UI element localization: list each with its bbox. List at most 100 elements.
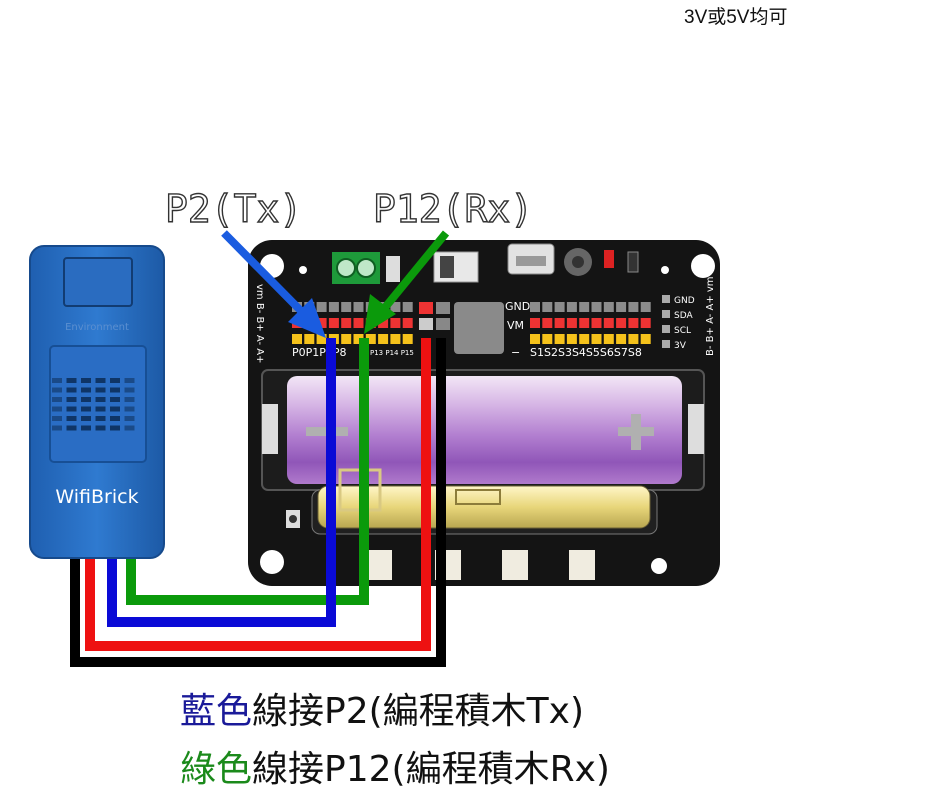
header-pin [402,318,413,328]
tx-arrow [221,230,326,338]
vm-label: VM [507,319,524,332]
sensor-vent [52,416,62,421]
header-pin [566,318,577,328]
s-pin-labels: S1S2S3S4S5S6S7S8 [530,346,642,359]
sensor-vent [124,387,135,393]
sensor-vent [124,425,135,431]
header-pin [341,334,352,344]
sensor-vent [110,387,120,393]
tactile-button[interactable] [502,550,528,580]
tx-label: P2(Tx) [165,187,302,231]
header-pin [542,318,553,328]
header-pin [640,334,651,344]
header-pin [390,302,401,312]
tactile-button[interactable] [366,550,392,580]
sensor-vent [66,416,77,421]
sensor-vent [110,406,120,412]
voltage-note: 3V或5V均可 [684,7,788,28]
header-pin [530,334,540,344]
header-pin [402,302,413,312]
header-pin [341,302,352,312]
header-pin [353,334,364,344]
sensor-vent [81,387,91,393]
header-pin [603,318,614,328]
sensor-vent [95,416,106,421]
header-pin [591,334,602,344]
gnd-label: GND [505,300,530,313]
tactile-buttons [366,550,595,580]
header-pin [591,302,602,312]
pin-scl-label: SCL [674,326,691,336]
header-pin [304,334,315,344]
header-pin [328,302,339,312]
header-pin [640,302,651,312]
header-pin [390,334,401,344]
sensor-vent [52,425,62,431]
sensor-vent [110,378,120,383]
sensor-vents [52,378,135,431]
sensor-vent [81,416,91,421]
header-pin [554,334,565,344]
header-pin [365,334,376,344]
header-pin [316,334,327,344]
right-pin-header [530,302,651,344]
sensor-vent [95,425,106,431]
sensor-vent [81,425,91,431]
header-pin [640,318,651,328]
header-pin [616,302,627,312]
header-pin [591,318,602,328]
expansion-board: vm B- B+ A- A+ B- B+ A- A+ vm GND VM P0P… [248,240,720,586]
pin-sda-label: SDA [674,311,693,321]
header-pin [542,334,553,344]
sensor-vent [52,387,62,393]
tactile-button[interactable] [569,550,595,580]
header-pin [316,318,327,328]
right-side-pin-labels: GND SDA SCL 3V [662,295,695,351]
sensor-vent [66,406,77,412]
p-pin-labels: P0P1P2P8 [292,346,347,359]
header-pin [628,318,639,328]
sensor-vent [95,387,106,393]
sensor-vent [66,378,77,383]
sensor-vent [81,406,91,412]
sensor-vent [66,387,77,393]
caption-green-word: 綠色 [180,749,253,790]
header-pin [566,302,577,312]
sensor-panel [49,345,147,463]
processor-chip [454,302,504,354]
sensor-vent [66,425,77,431]
header-pin [341,318,352,328]
battery [287,376,682,484]
header-pin [542,302,553,312]
module-name: WifiBrick [55,486,138,508]
header-pin [628,302,639,312]
sensor-vent [52,378,62,383]
rx-label: P12(Rx) [373,187,533,231]
mounting-hole [651,558,667,574]
header-pin [378,334,389,344]
right-rail-label: B- B+ A- A+ vm [705,276,716,356]
p-small-labels: P13 P14 P15 [370,349,414,357]
left-rail-label: vm B- B+ A- A+ [254,284,265,364]
microbit-slot [317,485,651,529]
screw-terminal [332,252,380,284]
sensor-vent [95,378,106,383]
sensor-vent [110,425,120,431]
sensor-vent [95,406,106,412]
caption-blue-word: 藍色 [180,691,253,732]
sensor-vent [110,397,120,402]
header-pin [554,318,565,328]
sensor-vent [52,406,62,412]
caption-blue-wire: 藍色線接P2(編程積木Tx) [180,682,584,734]
sensor-vent [81,378,91,383]
sensor-vent [124,397,135,402]
header-pin [616,318,627,328]
mounting-hole [260,550,284,574]
sensor-vent [95,397,106,402]
header-pin [530,302,540,312]
header-pin [579,318,590,328]
caption-green-wire: 綠色線接P12(編程積木Rx) [180,740,610,792]
header-pin [328,318,339,328]
battery-plus-mark [618,414,654,450]
